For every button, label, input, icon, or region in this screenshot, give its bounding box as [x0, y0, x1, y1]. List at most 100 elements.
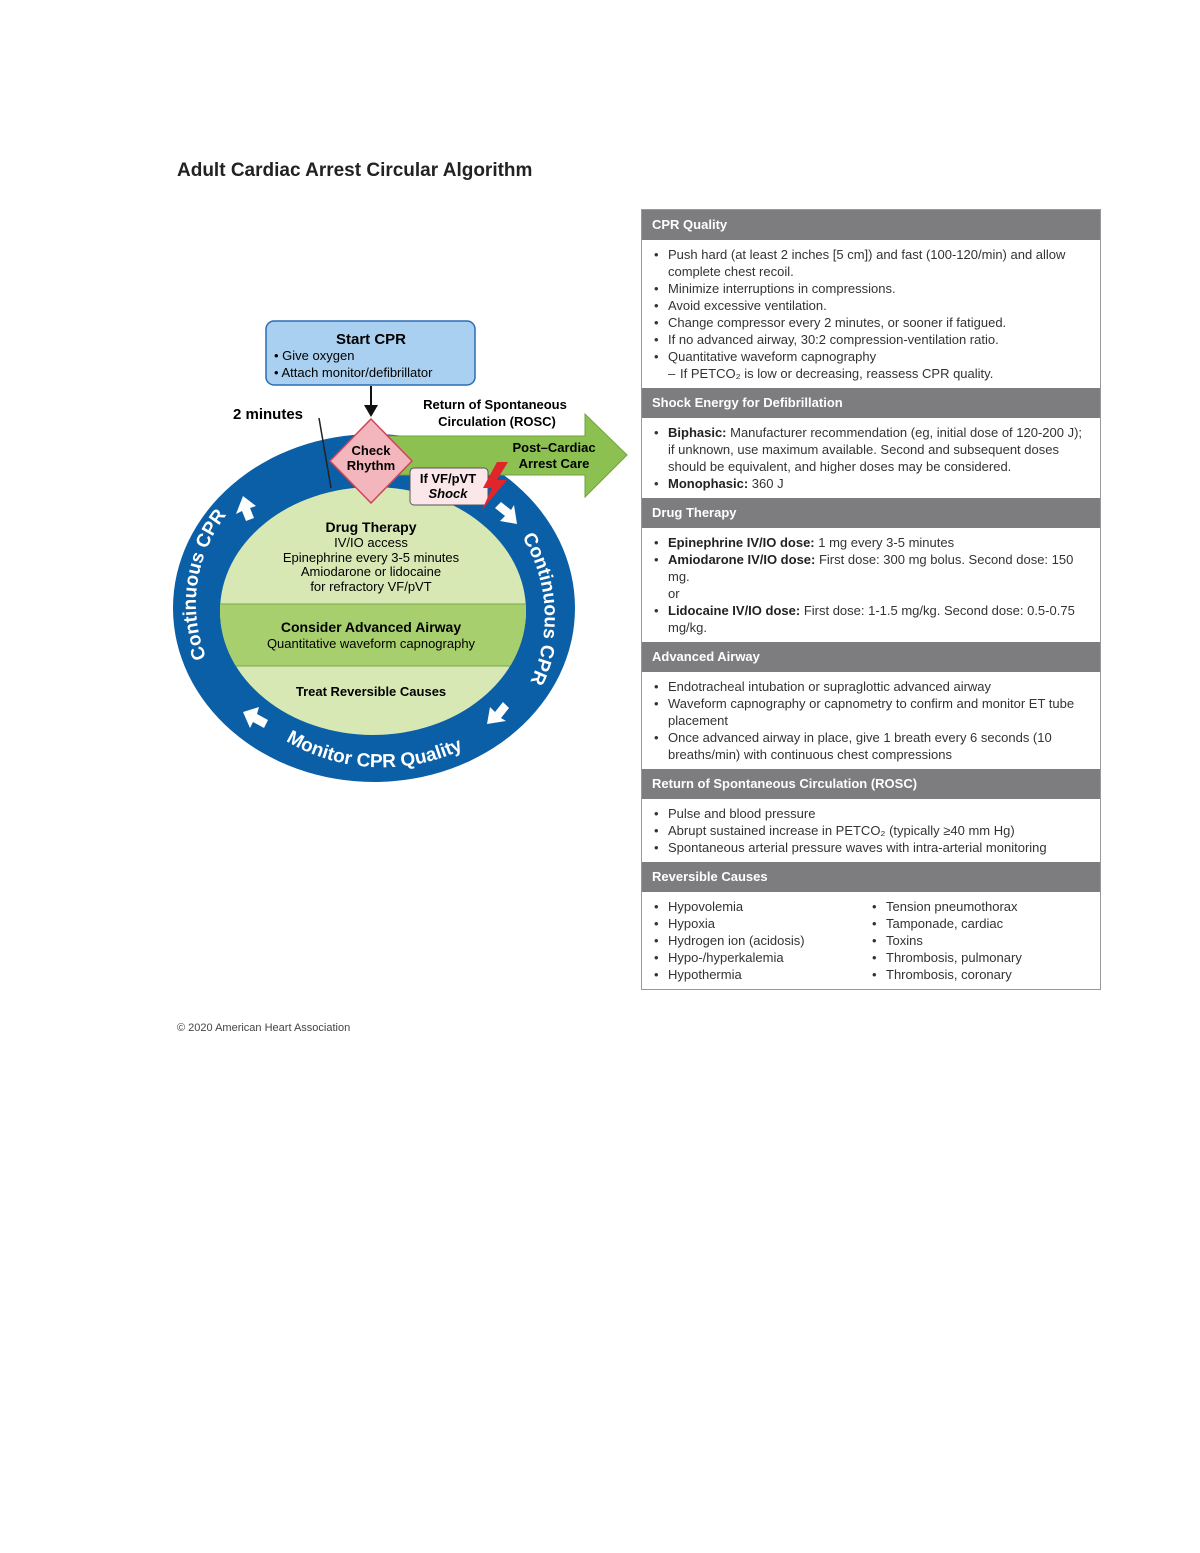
page-title: Adult Cardiac Arrest Circular Algorithm [177, 160, 533, 181]
item-text: Spontaneous arterial pressure waves with… [668, 840, 1047, 855]
item-label: Monophasic: [668, 476, 749, 491]
ring-arrows [236, 496, 517, 728]
cause-item: Hypothermia [654, 966, 872, 983]
list-item: Lidocaine IV/IO dose: First dose: 1-1.5 … [654, 602, 1090, 636]
cause-item: Hydrogen ion (acidosis) [654, 932, 872, 949]
section-header: Drug Therapy [642, 498, 1100, 528]
copyright: © 2020 American Heart Association [177, 1022, 351, 1034]
drug-line: Amiodarone or lidocaine [301, 564, 441, 579]
ring-arrow-icon [243, 707, 268, 728]
item-text: Quantitative waveform capnography [668, 349, 877, 364]
list-item: Waveform capnography or capnometry to co… [654, 695, 1090, 729]
list-item: Change compressor every 2 minutes, or so… [654, 314, 1090, 331]
list-item: Once advanced airway in place, give 1 br… [654, 729, 1090, 763]
check-rhythm-diamond[interactable] [328, 417, 414, 505]
circular-algorithm-diagram: 2 minutes Start CPR • Give oxygen • Atta… [173, 320, 628, 782]
item-text: Endotracheal intubation or supraglottic … [668, 679, 992, 694]
list-item: If PETCO₂ is low or decreasing, reassess… [654, 365, 1090, 382]
info-panel: CPR QualityPush hard (at least 2 inches … [641, 209, 1101, 990]
reversible-causes-list: HypovolemiaHypoxiaHydrogen ion (acidosis… [642, 892, 1100, 989]
list-item: or [654, 585, 1090, 602]
list-item: Spontaneous arterial pressure waves with… [654, 839, 1090, 856]
item-text: If PETCO₂ is low or decreasing, reassess… [680, 366, 994, 381]
item-text: 360 J [748, 476, 784, 491]
cause-item: Hypovolemia [654, 898, 872, 915]
start-cpr-box[interactable] [265, 320, 476, 386]
list-item: Quantitative waveform capnography [654, 348, 1090, 365]
check-rhythm-label: Rhythm [347, 458, 395, 473]
item-text: Once advanced airway in place, give 1 br… [668, 730, 1052, 762]
drug-therapy-title: Drug Therapy [325, 519, 416, 535]
list-item: Amiodarone IV/IO dose: First dose: 300 m… [654, 551, 1090, 585]
list-item: If no advanced airway, 30:2 compression-… [654, 331, 1090, 348]
section-header: Reversible Causes [642, 862, 1100, 892]
reversible-causes-label: Treat Reversible Causes [296, 684, 446, 699]
item-label: Amiodarone IV/IO dose: [668, 552, 816, 567]
cause-item: Hypo-/hyperkalemia [654, 949, 872, 966]
item-text: First dose: 1-1.5 mg/kg. Second dose: 0.… [668, 603, 1075, 635]
list-item: Avoid excessive ventilation. [654, 297, 1090, 314]
ring-arrow-icon [236, 496, 256, 521]
section-header: Return of Spontaneous Circulation (ROSC) [642, 769, 1100, 799]
item-text: Change compressor every 2 minutes, or so… [668, 315, 1007, 330]
item-text: Waveform capnography or capnometry to co… [668, 696, 1075, 728]
section-body: Biphasic: Manufacturer recommendation (e… [642, 418, 1100, 498]
cause-item: Toxins [872, 932, 1090, 949]
item-text: or [668, 586, 680, 601]
cause-item: Hypoxia [654, 915, 872, 932]
list-item: Biphasic: Manufacturer recommendation (e… [654, 424, 1090, 475]
post-care-label: Post–Cardiac [512, 440, 595, 455]
airway-line: Quantitative waveform capnography [267, 636, 476, 651]
rosc-label: Circulation (ROSC) [438, 414, 556, 429]
start-cpr-item: • Give oxygen [274, 348, 354, 363]
airway-title: Consider Advanced Airway [281, 619, 461, 635]
post-care-label: Arrest Care [519, 456, 590, 471]
section-body: Endotracheal intubation or supraglottic … [642, 672, 1100, 769]
item-text: Minimize interruptions in compressions. [668, 281, 896, 296]
list-item: Push hard (at least 2 inches [5 cm]) and… [654, 246, 1090, 280]
item-text: Avoid excessive ventilation. [668, 298, 827, 313]
shock-label: If VF/pVT [420, 471, 476, 486]
drug-line: IV/IO access [334, 535, 408, 550]
cause-item: Thrombosis, pulmonary [872, 949, 1090, 966]
item-label: Biphasic: [668, 425, 727, 440]
item-text: 1 mg every 3-5 minutes [814, 535, 955, 550]
rosc-label: Return of Spontaneous [423, 397, 567, 412]
ring-arrow-icon [495, 502, 517, 524]
item-label: Epinephrine IV/IO dose: [668, 535, 815, 550]
list-item: Endotracheal intubation or supraglottic … [654, 678, 1090, 695]
lightning-icon [482, 462, 508, 510]
two-minutes-label: 2 minutes [233, 406, 303, 423]
start-cpr-item: • Attach monitor/defibrillator [274, 365, 433, 380]
cause-item: Tension pneumothorax [872, 898, 1090, 915]
airway-band [220, 603, 526, 667]
section-header: Advanced Airway [642, 642, 1100, 672]
section-body: Push hard (at least 2 inches [5 cm]) and… [642, 240, 1100, 388]
section-header: CPR Quality [642, 210, 1100, 240]
list-item: Pulse and blood pressure [654, 805, 1090, 822]
item-text: Push hard (at least 2 inches [5 cm]) and… [668, 247, 1066, 279]
check-rhythm-label: Check [351, 443, 391, 458]
item-text: Abrupt sustained increase in PETCO₂ (typ… [668, 823, 1015, 838]
list-item: Abrupt sustained increase in PETCO₂ (typ… [654, 822, 1090, 839]
list-item: Minimize interruptions in compressions. [654, 280, 1090, 297]
list-item: Monophasic: 360 J [654, 475, 1090, 492]
shock-label: Shock [428, 486, 468, 501]
two-minutes-pointer [318, 417, 332, 489]
item-text: Pulse and blood pressure [668, 806, 816, 821]
start-cpr-title: Start CPR [336, 331, 406, 348]
cause-item: Thrombosis, coronary [872, 966, 1090, 983]
drug-line: Epinephrine every 3-5 minutes [283, 550, 460, 565]
section-body: Pulse and blood pressureAbrupt sustained… [642, 799, 1100, 862]
item-text: Manufacturer recommendation (eg, initial… [668, 425, 1083, 474]
arrowhead-icon [364, 405, 378, 417]
item-text: First dose: 300 mg bolus. Second dose: 1… [668, 552, 1074, 584]
list-item: Epinephrine IV/IO dose: 1 mg every 3-5 m… [654, 534, 1090, 551]
item-text: If no advanced airway, 30:2 compression-… [668, 332, 999, 347]
section-body: Epinephrine IV/IO dose: 1 mg every 3-5 m… [642, 528, 1100, 642]
drug-line: for refractory VF/pVT [310, 579, 431, 594]
section-header: Shock Energy for Defibrillation [642, 388, 1100, 418]
cause-item: Tamponade, cardiac [872, 915, 1090, 932]
item-label: Lidocaine IV/IO dose: [668, 603, 801, 618]
